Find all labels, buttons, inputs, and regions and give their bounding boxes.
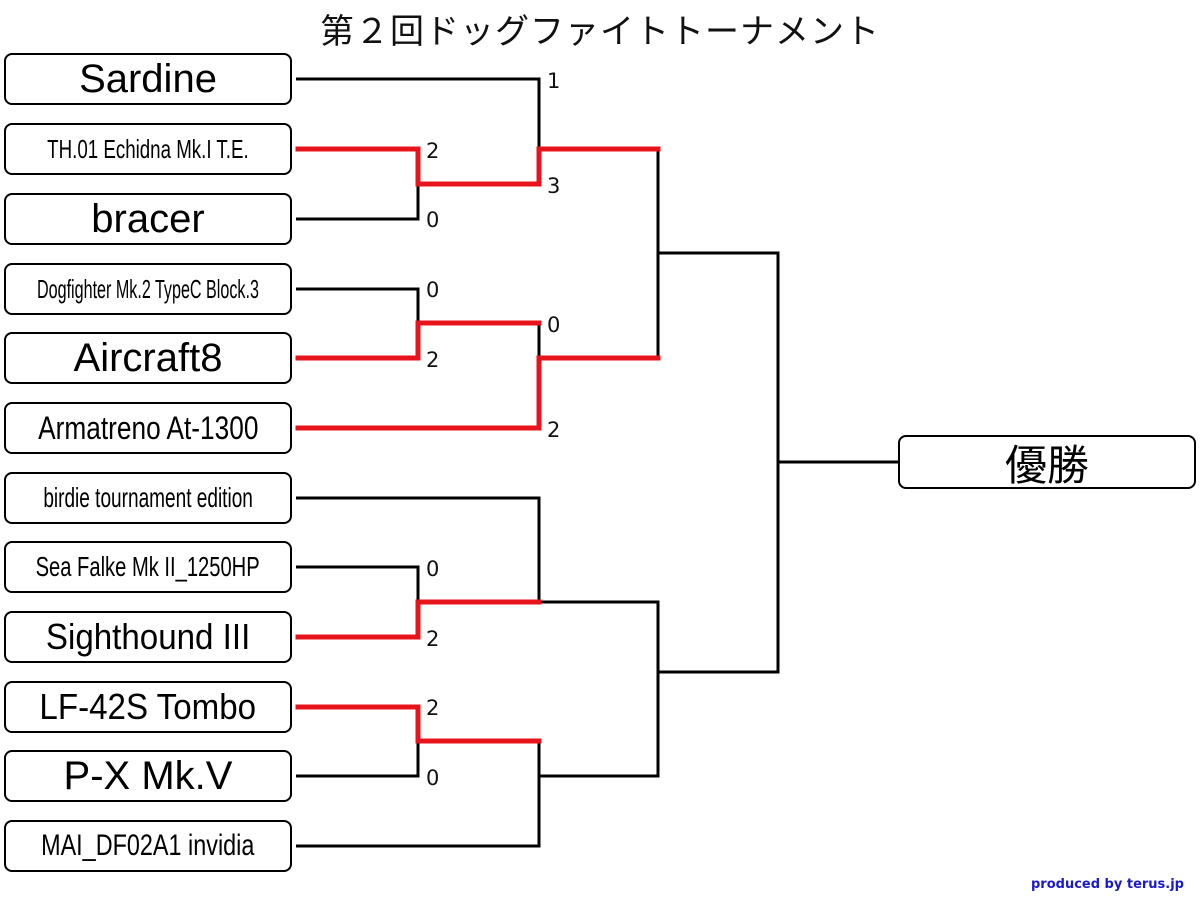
score-aircraft8-r2: 0 [547,313,561,337]
team-box-sea-falke: Sea Falke Mk II_1250HP [4,541,292,593]
team-box-px-mkv: P-X Mk.V [4,750,292,802]
score-aircraft8-r1: 2 [426,348,440,372]
team-name: TH.01 Echidna Mk.I T.E. [47,133,249,164]
team-name: Sighthound III [45,616,251,657]
bracket-winner-paths [295,146,661,744]
team-box-birdie: birdie tournament edition [4,472,292,524]
team-box-aircraft8: Aircraft8 [4,332,292,384]
team-name: bracer [91,196,205,241]
semi2-line [539,600,660,778]
score-dogfighter-r1: 0 [426,278,440,302]
team-box-mai-df02a1: MAI_DF02A1 invidia [4,820,292,872]
team-name: birdie tournament edition [43,482,253,513]
path-sighthound [295,599,542,640]
m1-line [296,147,420,221]
final-line [658,251,780,674]
score-sea-falke-r1: 0 [426,557,440,581]
score-armatreno-r2: 2 [547,418,561,442]
team-name: Sea Falke Mk II_1250HP [35,551,261,582]
team-name: Sardine [79,56,217,101]
team-name: Dogfighter Mk.2 TypeC Block.3 [37,273,259,304]
path-armatreno [295,355,661,431]
team-box-bracer: bracer [4,193,292,245]
m3-line [296,565,420,639]
score-th01-r1: 2 [426,139,440,163]
score-px-r1: 0 [426,766,440,790]
team-name: Aircraft8 [73,335,223,380]
score-bracer-r1: 0 [426,208,440,232]
team-box-armatreno: Armatreno At-1300 [4,402,292,454]
team-box-dogfighter: Dogfighter Mk.2 TypeC Block.3 [4,263,292,315]
m4-line [296,705,420,778]
team-name: LF-42S Tombo [39,686,257,727]
team-box-sardine: Sardine [4,53,292,105]
path-th01 [295,146,661,187]
team-name: MAI_DF02A1 invidia [41,829,255,862]
team-box-th01-echidna: TH.01 Echidna Mk.I T.E. [4,123,292,175]
path-aircraft8 [295,320,542,361]
team-box-sighthound: Sighthound III [4,611,292,663]
page-title: 第２回ドッグファイトトーナメント [320,12,880,52]
score-sighthound-r1: 2 [426,627,440,651]
team-name: P-X Mk.V [63,753,233,798]
bracket-black-lines [296,77,898,848]
team-name: Armatreno At-1300 [37,409,259,446]
m2-line [296,287,420,360]
score-sardine-r2: 1 [547,69,561,93]
score-tombo-r1: 2 [426,696,440,720]
team-box-lf42s-tombo: LF-42S Tombo [4,681,292,733]
path-tombo [295,704,542,744]
score-th01-r2: 3 [547,174,561,198]
winner-box: 優勝 [898,435,1196,490]
credit-text: produced by terus.jp [1030,877,1184,892]
